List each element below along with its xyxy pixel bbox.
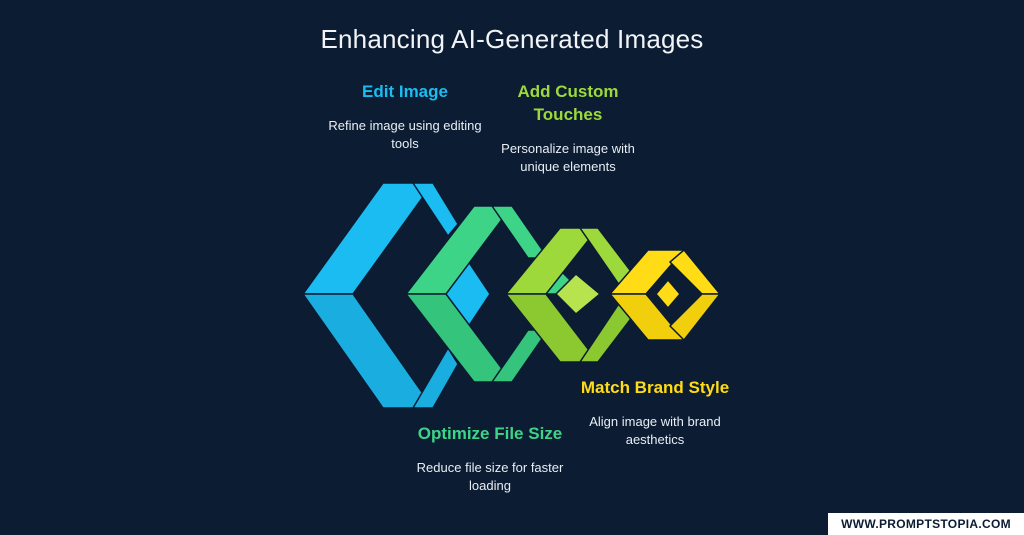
step-match-brand-style: Match Brand Style Align image with brand…	[570, 376, 740, 449]
step-description: Align image with brand aesthetics	[589, 414, 721, 447]
lime-chevron-shape	[504, 227, 638, 363]
step-add-custom-touches: Add Custom Touches Personalize image wit…	[488, 80, 648, 176]
footer-website-link[interactable]: WWW.PROMPTSTOPIA.COM	[828, 513, 1024, 535]
step-heading: Add Custom Touches	[517, 82, 619, 124]
step-description: Personalize image with unique elements	[501, 141, 635, 174]
step-optimize-file-size: Optimize File Size Reduce file size for …	[405, 422, 575, 495]
step-heading: Optimize File Size	[417, 424, 563, 443]
step-heading: Match Brand Style	[580, 378, 730, 397]
step-heading: Edit Image	[362, 82, 448, 101]
step-description: Refine image using editing tools	[328, 118, 482, 151]
step-edit-image: Edit Image Refine image using editing to…	[320, 80, 490, 153]
blue-chevron-shape	[301, 182, 459, 409]
step-description: Reduce file size for faster loading	[416, 460, 564, 493]
page-title: Enhancing AI-Generated Images	[320, 24, 704, 54]
yellow-cube-shape	[608, 248, 722, 342]
